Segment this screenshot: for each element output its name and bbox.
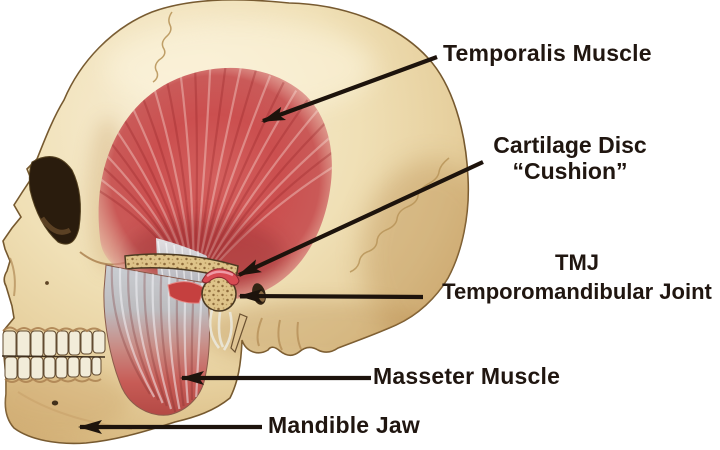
masseter-label: Masseter Muscle	[373, 363, 561, 389]
styloid-process	[230, 313, 248, 354]
joint-capsule-ligaments	[208, 309, 233, 351]
cartilage-disc-highlight	[206, 270, 234, 278]
eye-socket-inner-light	[39, 216, 72, 235]
tooth	[2, 330, 17, 359]
cartilage-disc-arrow	[237, 160, 484, 277]
tmj-label: TMJ Temporomandibular Joint	[427, 248, 720, 306]
infraorbital-foramen	[45, 281, 49, 285]
tooth	[68, 330, 81, 356]
tooth	[43, 356, 56, 379]
cartilage-disc-label-line1: Cartilage Disc	[493, 132, 647, 158]
mastoid-ridges	[256, 317, 302, 351]
lower-gum-line	[4, 377, 102, 383]
eye-socket	[28, 156, 81, 245]
lateral-pterygoid-muscle	[167, 281, 205, 304]
tooth	[92, 330, 106, 354]
tmj-arrow	[238, 289, 424, 304]
tooth	[16, 330, 31, 359]
tooth	[4, 356, 18, 380]
lambdoid-suture-line	[349, 157, 450, 273]
mandible-label: Mandible Jaw	[268, 412, 420, 438]
upper-gum-line	[2, 326, 102, 333]
tooth	[80, 330, 93, 355]
tooth	[30, 356, 44, 380]
tmj-label-line1: TMJ	[555, 250, 599, 275]
nasal-crease	[9, 257, 16, 297]
tooth	[56, 330, 69, 356]
temporalis-label: Temporalis Muscle	[443, 40, 652, 66]
tmj-label-line2: Temporomandibular Joint	[442, 279, 712, 304]
tooth	[17, 356, 31, 380]
occlusal-line	[1, 355, 106, 358]
tooth	[67, 356, 80, 378]
tooth	[43, 330, 57, 357]
tooth	[30, 330, 44, 358]
tooth	[55, 356, 68, 379]
cartilage-disc-label-line2: “Cushion”	[512, 158, 628, 184]
label-arrows	[78, 55, 484, 434]
tooth	[91, 356, 102, 376]
mental-foramen	[51, 400, 59, 406]
cartilage-disc-label: Cartilage Disc “Cushion”	[450, 132, 690, 184]
temporalis-arrow	[261, 55, 438, 123]
coronal-suture-line	[152, 11, 173, 83]
tooth	[79, 356, 92, 378]
